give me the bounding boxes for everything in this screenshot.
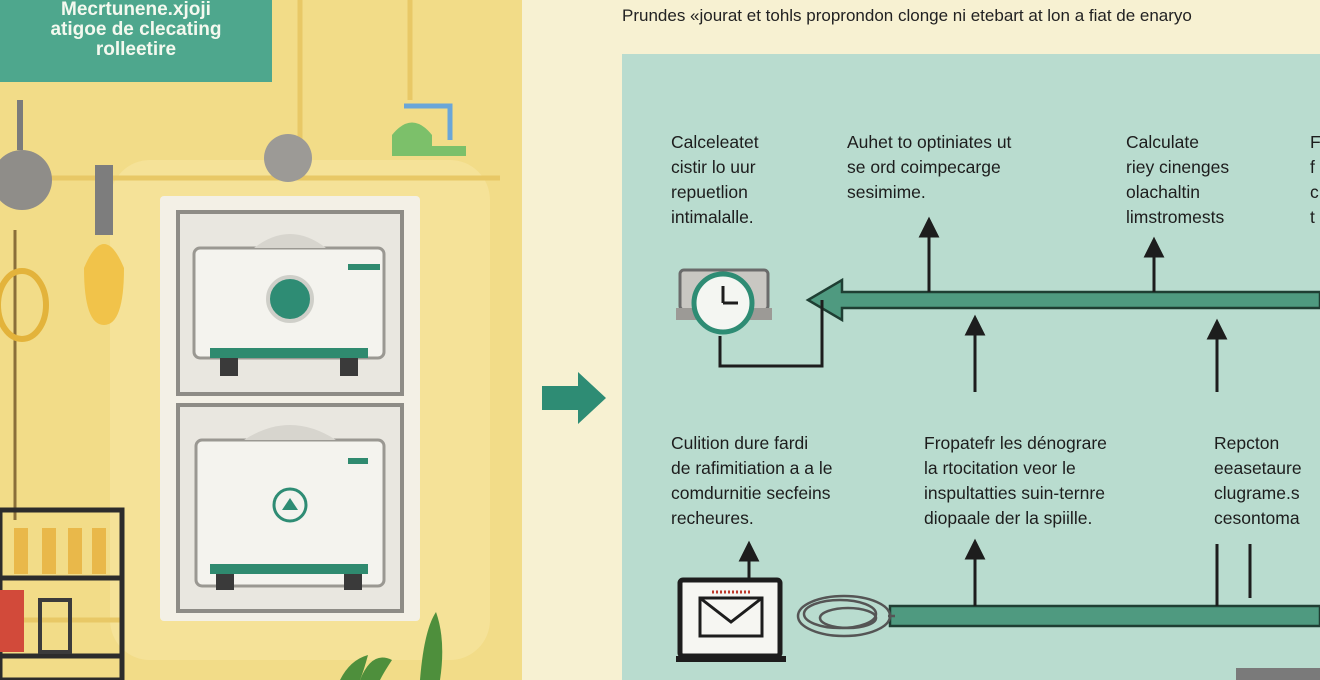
card-bottom-3: Repcton eeasetaure clugrame.s cesontoma	[1214, 431, 1302, 531]
water-pipe	[404, 103, 453, 140]
card-line: cistir lo uur	[671, 157, 756, 177]
card-line: recheures.	[671, 508, 754, 528]
title-line-2: atigoe de clecating	[50, 19, 222, 40]
card-line: riey cinenges	[1126, 157, 1230, 177]
card-line: Calceleatet	[671, 132, 759, 152]
cable-coil-icon	[796, 594, 895, 638]
card-top-3: Calculate riey cinenges olachaltin limst…	[1126, 130, 1229, 230]
headline: Prundes «jourat et tohls proprondon clon…	[622, 6, 1192, 25]
card-line: Calculate	[1126, 132, 1199, 152]
card-line: F	[1310, 132, 1320, 152]
card-line: la rtocitation veor le	[924, 458, 1076, 478]
clock-icon	[676, 268, 772, 335]
plant-icon	[340, 612, 443, 680]
title-line-1: Mecrtunene.xjoji	[61, 0, 211, 20]
device-icon	[1236, 668, 1320, 680]
envelope-monitor-icon	[676, 577, 786, 662]
flow-arrows-bottom	[738, 538, 1320, 628]
arrow-right-icon	[542, 372, 606, 424]
card-line: comdurnitie secfeins	[671, 483, 831, 503]
card-top-1: Calceleatet cistir lo uur repuetlion int…	[671, 130, 759, 230]
card-line: sesimime.	[847, 182, 926, 202]
card-line: cesontoma	[1214, 508, 1300, 528]
card-line: intimalalle.	[671, 207, 754, 227]
shelf	[0, 507, 125, 680]
title-badge: Mecrtunene.xjoji atigoe de clecating rol…	[0, 0, 272, 82]
card-top-2: Auhet to optiniates ut se ord coimpecarg…	[847, 130, 1011, 205]
card-line: repuetlion	[671, 182, 748, 202]
card-line: inspultatties suin-ternre	[924, 483, 1105, 503]
title-line-3: rolleetire	[95, 39, 177, 60]
card-line: Fropatefr les dénograre	[924, 433, 1107, 453]
pendant-lamp-icon	[0, 100, 124, 520]
card-line: Repcton	[1214, 433, 1280, 453]
card-bottom-2: Fropatefr les dénograre la rtocitation v…	[924, 431, 1107, 531]
flow-arrows-top	[718, 216, 1320, 392]
washing-machine-icon	[176, 210, 404, 613]
card-bottom-1: Culition dure fardi de rafimitiation a a…	[671, 431, 832, 531]
card-line: t	[1310, 207, 1315, 227]
card-line: c	[1310, 182, 1319, 202]
card-line: Culition dure fardi	[671, 433, 809, 453]
valve-icon	[392, 122, 466, 156]
card-line: se ord coimpecarge	[847, 157, 1001, 177]
lamp-ball-icon	[264, 134, 312, 182]
card-line: diopaale der la spiille.	[924, 508, 1093, 528]
card-line: limstromests	[1126, 207, 1225, 227]
card-top-4: F f c t	[1310, 130, 1320, 230]
card-line: clugrame.s	[1214, 483, 1300, 503]
card-line: eeasetaure	[1214, 458, 1302, 478]
card-line: f	[1310, 157, 1315, 177]
card-line: Auhet to optiniates ut	[847, 132, 1012, 152]
card-line: olachaltin	[1126, 182, 1200, 202]
card-line: de rafimitiation a a le	[671, 458, 833, 478]
